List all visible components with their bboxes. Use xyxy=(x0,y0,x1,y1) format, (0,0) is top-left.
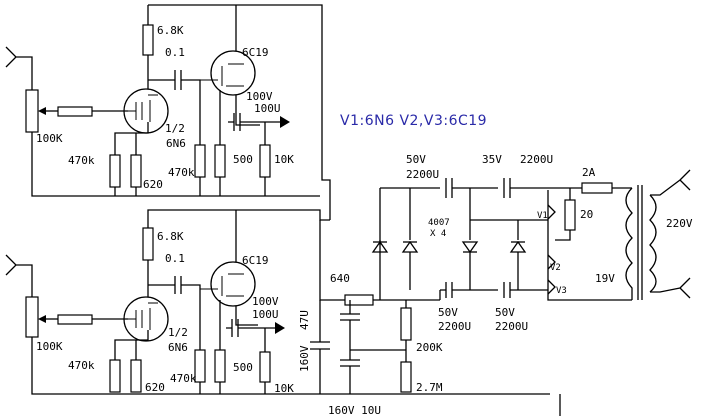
v-rating-label-top: 100V xyxy=(246,90,273,103)
r-grid2-label-bottom: 470k xyxy=(170,372,197,385)
r-cathode-label-bottom: 620 xyxy=(145,381,165,394)
tube-v2-top xyxy=(210,50,256,96)
tube-v1-half-bottom: 1/2 xyxy=(168,326,188,339)
grid-resistor-bottom xyxy=(109,359,121,393)
pot-wiper-arrow-top xyxy=(38,107,46,115)
mains-label: 220V xyxy=(666,217,693,230)
secondary-label: 19V xyxy=(595,272,615,285)
grid-stopper-bottom xyxy=(57,314,93,325)
c-coupling-label-top: 0.1 xyxy=(165,46,185,59)
diode-4 xyxy=(509,240,527,253)
tube-v1-bottom xyxy=(123,296,169,342)
output-arrow-bottom xyxy=(275,322,285,334)
tube-v2-label-top: 6C19 xyxy=(242,46,269,59)
mains-plug-top xyxy=(650,169,691,196)
input-jack-bottom xyxy=(5,254,33,297)
r-cathode2-label-top: 500 xyxy=(233,153,253,166)
grid-resistor2-bottom xyxy=(194,349,206,383)
r-plate-label-top: 6.8K xyxy=(157,24,184,37)
heater-v2-label: V2 xyxy=(550,263,561,273)
c2-v-label: 35V xyxy=(482,153,502,166)
c-coupling-label-bottom: 0.1 xyxy=(165,252,185,265)
r-grid2-label-top: 470k xyxy=(168,166,195,179)
input-jack-top xyxy=(5,46,33,90)
diode-3 xyxy=(461,241,479,254)
heater-v3-label: V3 xyxy=(556,286,567,296)
tube-v1-name-bottom: 6N6 xyxy=(168,341,188,354)
fuse-2a xyxy=(581,182,613,194)
r-640-label: 640 xyxy=(330,272,350,285)
power-supply: 640 160V 47U 200K 2.7M 160V 10U 50V 2200… xyxy=(298,153,693,417)
ground-bus-top xyxy=(31,132,320,197)
heater-v1-label: V1 xyxy=(537,211,548,221)
transformer-primary xyxy=(649,194,657,293)
tube-title: V1:6N6 V2,V3:6C19 xyxy=(340,113,487,129)
output-arrow-top xyxy=(280,116,290,128)
pot-top xyxy=(25,89,39,133)
c47-v-label: 160V xyxy=(298,345,311,372)
channel-bottom: 100K 6.8K 470k 620 1/2 6N6 0.1 470k 6C19… xyxy=(5,209,550,395)
c-bottom-label: 160V 10U xyxy=(328,404,381,417)
c1-v-label: 50V xyxy=(406,153,426,166)
pot-bottom xyxy=(25,296,39,338)
resistor-2m7 xyxy=(400,361,412,393)
tube-v2-bottom xyxy=(210,261,256,307)
r-200k-label: 200K xyxy=(416,341,443,354)
grid-resistor2-top xyxy=(194,144,206,178)
pot-wiper-arrow-bottom xyxy=(38,315,46,323)
tube-v1-name-top: 6N6 xyxy=(166,137,186,150)
c47-c-label: 47U xyxy=(298,310,311,330)
r-load-label-top: 10K xyxy=(274,153,294,166)
c1-c-label: 2200U xyxy=(406,168,439,181)
mains-plug-bottom xyxy=(650,277,691,299)
r-cathode2-label-bottom: 500 xyxy=(233,361,253,374)
resistor-200k xyxy=(400,307,412,341)
v-rating-label-bottom: 100V xyxy=(252,295,279,308)
cathode-resistor-bottom xyxy=(130,359,142,393)
grid-stopper-top xyxy=(57,106,93,117)
fuse-label: 2A xyxy=(582,166,596,179)
plate-resistor-top xyxy=(142,24,154,56)
r-grid-label-top: 470k xyxy=(68,154,95,167)
cathode-resistor2-bottom xyxy=(214,349,226,383)
r-plate-label-bottom: 6.8K xyxy=(157,230,184,243)
diode-2 xyxy=(401,240,419,253)
pot-label-top: 100K xyxy=(36,132,63,145)
diode-count-label: X 4 xyxy=(430,229,446,239)
heater-resistor-20 xyxy=(564,199,576,231)
pot-label-bottom: 100K xyxy=(36,340,63,353)
c4-c-label: 2200U xyxy=(495,320,528,333)
c3-c-label: 2200U xyxy=(438,320,471,333)
c2-c-label: 2200U xyxy=(520,153,553,166)
r-heater-label: 20 xyxy=(580,208,593,221)
plate-resistor-bottom xyxy=(142,227,154,261)
c3-v-label: 50V xyxy=(438,306,458,319)
tube-v2-label-bottom: 6C19 xyxy=(242,254,269,267)
dropping-resistor-640 xyxy=(344,294,374,306)
c-rating-label-bottom: 100U xyxy=(252,308,279,321)
c4-v-label: 50V xyxy=(495,306,515,319)
diode-type-label: 4007 xyxy=(428,218,450,228)
transformer-secondary xyxy=(625,187,633,300)
transformer-core xyxy=(637,185,643,300)
ground-bus-bottom xyxy=(31,337,550,395)
r-cathode-label-top: 620 xyxy=(143,178,163,191)
tube-v1-half-top: 1/2 xyxy=(165,122,185,135)
r-27m-label: 2.7M xyxy=(416,381,443,394)
grid-resistor-top xyxy=(109,154,121,188)
load-resistor-top xyxy=(259,144,271,178)
c-rating-label-top: 100U xyxy=(254,102,281,115)
cathode-resistor-top xyxy=(130,154,142,188)
channel-top: 100K 6.8K 470k 620 1/2 6N6 0.1 470k 6C19… xyxy=(5,4,331,220)
cathode-resistor2-top xyxy=(214,144,226,178)
load-resistor-bottom xyxy=(259,351,271,383)
r-load-label-bottom: 10K xyxy=(274,382,294,395)
r-grid-label-bottom: 470k xyxy=(68,359,95,372)
diode-1 xyxy=(371,240,389,253)
